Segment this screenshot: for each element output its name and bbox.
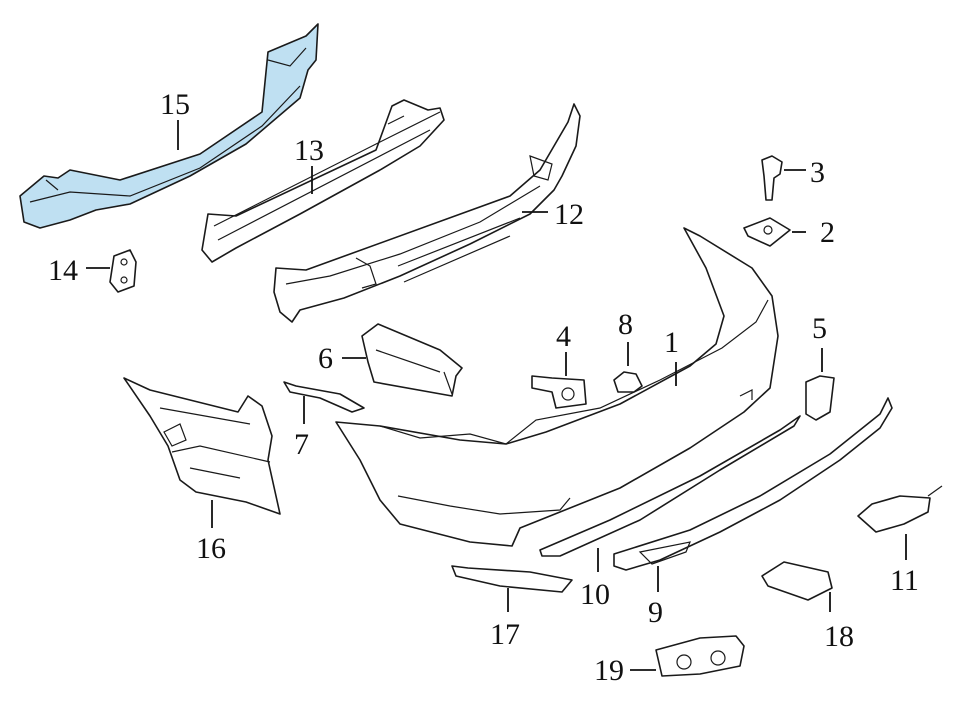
part-12-absorber[interactable] — [273, 103, 581, 323]
part-19-sensor-bracket[interactable] — [655, 635, 745, 677]
part-2-nut[interactable] — [743, 217, 791, 247]
callout-4[interactable]: 4 — [556, 320, 571, 353]
part-18-module[interactable] — [761, 561, 833, 601]
part-10-strip[interactable] — [539, 415, 801, 557]
callout-2[interactable]: 2 — [820, 216, 835, 249]
part-8-clip[interactable] — [613, 371, 643, 393]
part-13-beam[interactable] — [201, 99, 445, 263]
callout-1[interactable]: 1 — [664, 326, 679, 359]
part-5-reflector[interactable] — [805, 375, 835, 421]
part-15-impact-bar[interactable] — [19, 23, 319, 229]
callout-19[interactable]: 19 — [594, 654, 624, 687]
part-7-seal[interactable] — [283, 381, 365, 413]
callout-14[interactable]: 14 — [48, 254, 78, 287]
callout-arrows — [86, 120, 907, 671]
callout-7[interactable]: 7 — [294, 428, 309, 461]
callout-16[interactable]: 16 — [196, 532, 226, 565]
part-9-molding[interactable] — [613, 397, 893, 571]
callout-10[interactable]: 10 — [580, 578, 610, 611]
callout-3[interactable]: 3 — [810, 156, 825, 189]
callout-12[interactable]: 12 — [554, 198, 584, 231]
callout-9[interactable]: 9 — [648, 596, 663, 629]
part-4-holder[interactable] — [531, 375, 587, 409]
callout-5[interactable]: 5 — [812, 312, 827, 345]
part-16-panel[interactable] — [123, 377, 281, 515]
callout-13[interactable]: 13 — [294, 134, 324, 167]
callout-17[interactable]: 17 — [490, 618, 520, 651]
callout-8[interactable]: 8 — [618, 308, 633, 341]
callout-6[interactable]: 6 — [318, 342, 333, 375]
part-1-bumper-cover[interactable] — [335, 227, 779, 547]
callout-11[interactable]: 11 — [890, 564, 919, 597]
part-3-bolt[interactable] — [761, 155, 783, 201]
part-17-reflector-strip[interactable] — [451, 565, 573, 593]
callout-labels: 1 2 3 4 5 6 7 8 9 10 11 12 13 14 15 16 1… — [48, 88, 919, 687]
part-14-clip[interactable] — [109, 249, 137, 293]
callout-18[interactable]: 18 — [824, 620, 854, 653]
part-11-exhaust-tip[interactable] — [857, 485, 943, 533]
part-6-bracket[interactable] — [361, 323, 463, 397]
callout-15[interactable]: 15 — [160, 88, 190, 121]
